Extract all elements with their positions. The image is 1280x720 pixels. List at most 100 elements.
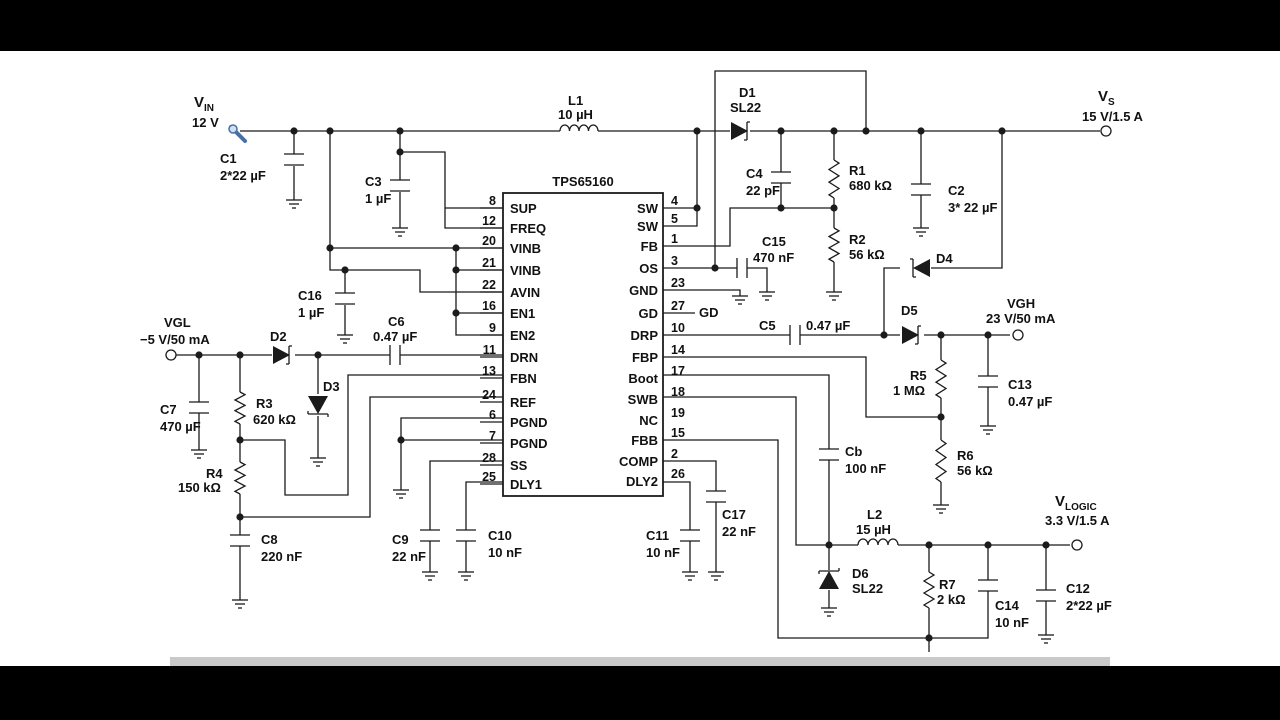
c3-capacitor: [390, 179, 410, 192]
junctions: [195, 127, 1050, 642]
r4-resistor: [233, 461, 247, 495]
pin-name: REF: [510, 395, 536, 410]
pin-name: EN2: [510, 328, 535, 343]
r5-value: 1 MΩ: [893, 383, 925, 398]
r3-value: 620 kΩ: [253, 412, 296, 427]
l2-ref: L2: [867, 507, 882, 522]
d4-ref: D4: [936, 251, 953, 266]
c10-capacitor: [456, 529, 476, 542]
pin-name: VINB: [510, 263, 541, 278]
pin-name: DLY1: [510, 477, 542, 492]
vgl-value: −5 V/50 mA: [140, 332, 210, 347]
c12-ref: C12: [1066, 581, 1090, 596]
c2-capacitor: [911, 183, 931, 196]
schematic-sheet: [0, 51, 1280, 666]
r2-ref: R2: [849, 232, 866, 247]
pin-name: GND: [629, 283, 658, 298]
pin-number: 12: [482, 214, 496, 228]
pin-number: 21: [482, 256, 496, 270]
c12-capacitor: [1036, 589, 1056, 602]
d6-diode: [818, 568, 840, 589]
c13-ref: C13: [1008, 377, 1032, 392]
pin-number: 17: [671, 364, 685, 378]
pin-number: 16: [482, 299, 496, 313]
pin-number: 9: [489, 321, 496, 335]
ground-symbol: [286, 199, 302, 209]
pin-name: GD: [639, 306, 659, 321]
pin-name: OS: [639, 261, 658, 276]
ground-symbol: [980, 425, 996, 435]
c13-capacitor: [978, 375, 998, 388]
vs-terminal: [1100, 125, 1112, 137]
d3-ref: D3: [323, 379, 340, 394]
c16-value: 1 µF: [298, 305, 324, 320]
pin-number: 18: [671, 385, 685, 399]
pin-number: 24: [482, 388, 496, 402]
c12-value: 2*22 µF: [1066, 598, 1112, 613]
ground-symbol: [393, 489, 409, 499]
c17-ref: C17: [722, 507, 746, 522]
c15-ref: C15: [762, 234, 786, 249]
r3-resistor: [233, 391, 247, 425]
ground-symbol: [191, 449, 207, 459]
c4-capacitor: [771, 171, 791, 184]
vgh-value: 23 V/50 mA: [986, 311, 1056, 326]
d1-value: SL22: [730, 100, 761, 115]
ground-symbol: [821, 607, 837, 617]
c8-capacitor: [230, 534, 250, 547]
c1-value: 2*22 µF: [220, 168, 266, 183]
d5-ref: D5: [901, 303, 918, 318]
pin-number: 19: [671, 406, 685, 420]
r6-resistor: [934, 439, 948, 483]
pin-number: 6: [489, 408, 496, 422]
pin-name: DLY2: [626, 474, 658, 489]
pin-number: 11: [483, 343, 496, 357]
c1-capacitor: [284, 153, 304, 166]
ground-symbol: [933, 504, 949, 514]
r7-ref: R7: [939, 577, 956, 592]
ground-symbol: [732, 295, 748, 305]
vgh-terminal: [1012, 329, 1024, 341]
pin-number: 22: [482, 278, 496, 292]
c14-value: 10 nF: [995, 615, 1029, 630]
vlogic-value: 3.3 V/1.5 A: [1045, 513, 1110, 528]
ic-name: TPS65160: [552, 174, 613, 189]
pin-name: DRP: [631, 328, 659, 343]
ground-symbol: [422, 571, 438, 581]
c4-ref: C4: [746, 166, 763, 181]
c3-ref: C3: [365, 174, 382, 189]
net-labels: VIN 12 V VS 15 V/1.5 A VGL −5 V/50 mA VG…: [140, 88, 1144, 528]
c7-ref: C7: [160, 402, 177, 417]
c9-capacitor: [420, 529, 440, 542]
c6-ref: C6: [388, 314, 405, 329]
ground-symbol: [337, 334, 353, 344]
pin-number: 13: [482, 364, 496, 378]
cb-ref: Cb: [845, 444, 862, 459]
ground-symbol: [759, 291, 775, 301]
r4-ref: R4: [206, 466, 223, 481]
c2-ref: C2: [948, 183, 965, 198]
pin-name: DRN: [510, 350, 538, 365]
ground-symbol: [682, 571, 698, 581]
r3-ref: R3: [256, 396, 273, 411]
d4-diode: [910, 258, 930, 278]
ic-body: [502, 192, 664, 497]
d1-ref: D1: [739, 85, 756, 100]
pin-number: 1: [671, 232, 678, 246]
pin-number: 2: [671, 447, 678, 461]
cb-value: 100 nF: [845, 461, 886, 476]
c10-ref: C10: [488, 528, 512, 543]
c14-ref: C14: [995, 598, 1020, 613]
pin-number: 3: [671, 254, 678, 268]
horizontal-scrollbar[interactable]: [170, 657, 1110, 666]
c11-ref: C11: [646, 528, 669, 543]
c5-value: 0.47 µF: [806, 318, 850, 333]
r7-value: 2 kΩ: [937, 592, 966, 607]
d1-diode: [731, 121, 750, 141]
pin-name: SS: [510, 458, 528, 473]
l2-inductor: [857, 538, 899, 546]
inductors: [559, 124, 899, 546]
